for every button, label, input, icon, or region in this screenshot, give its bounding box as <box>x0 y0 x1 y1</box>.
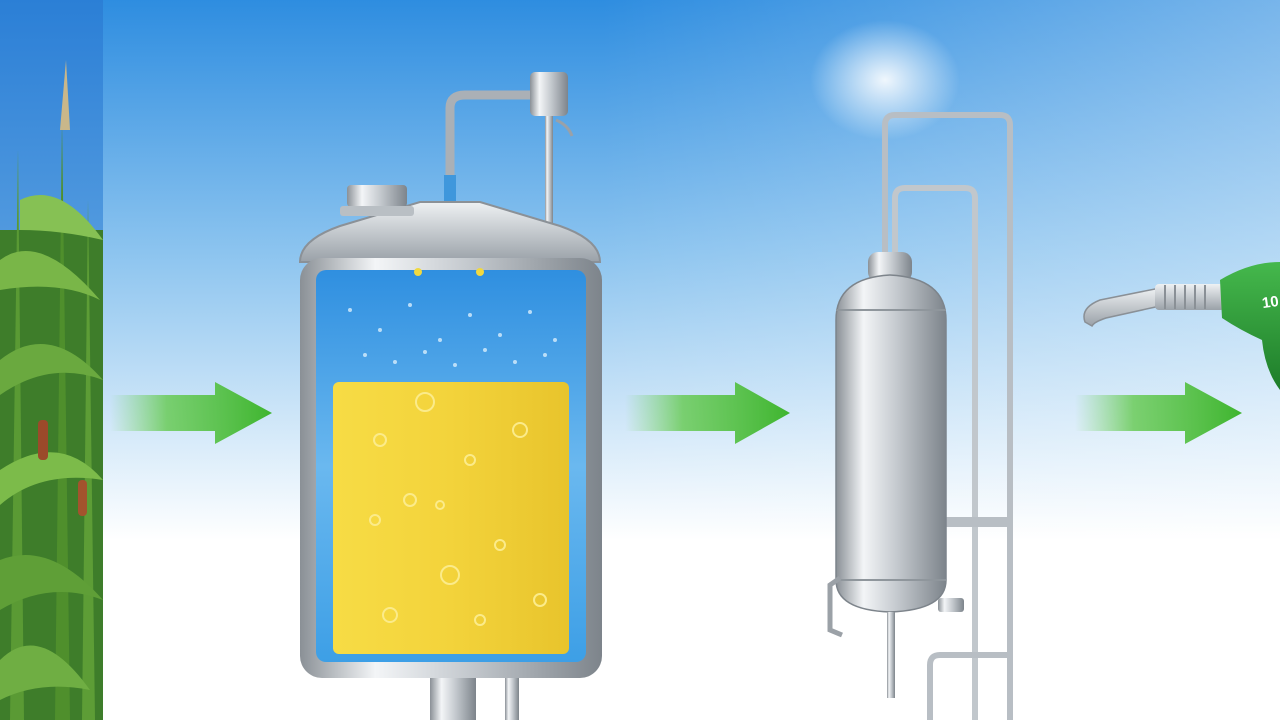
arrow-1 <box>110 382 272 444</box>
corn-crop-image <box>0 0 103 720</box>
steam-cloud <box>810 20 960 140</box>
arrow-2 <box>625 382 790 444</box>
arrow-3 <box>1075 382 1242 444</box>
distillation-column <box>827 112 1013 720</box>
liquid-level <box>333 382 569 654</box>
fermentation-tank <box>298 72 602 720</box>
hatch-icon <box>347 185 407 207</box>
fuel-pump-nozzle <box>1083 262 1280 390</box>
valve-icon <box>530 72 568 116</box>
nozzle-label: 10 <box>1260 292 1280 313</box>
